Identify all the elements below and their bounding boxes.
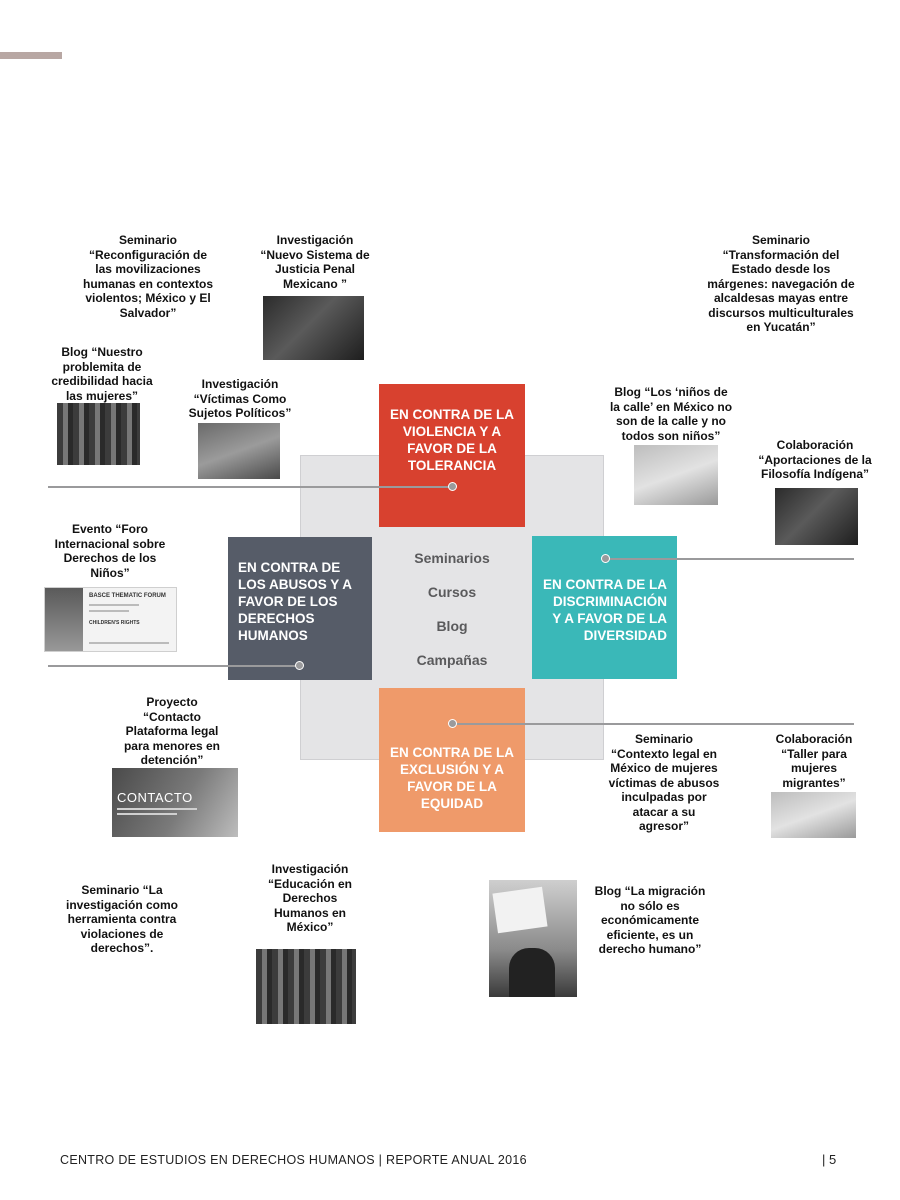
- caption-type: Seminario: [634, 732, 694, 746]
- caption-seminario-alcaldesas: Seminario “Transformación del Estado des…: [706, 233, 856, 335]
- footer-report-title: CENTRO DE ESTUDIOS EN DERECHOS HUMANOS |…: [60, 1153, 527, 1167]
- photo-educacion: [256, 949, 356, 1024]
- caption-blog-migracion: Blog “La migración no sólo es económicam…: [586, 884, 714, 957]
- photo-filosofia: [775, 488, 858, 545]
- connector-dot-right: [601, 554, 610, 563]
- caption-title: “Transformación del Estado desde los már…: [707, 247, 855, 335]
- caption-type: Colaboración: [775, 732, 853, 746]
- caption-seminario-contexto-legal: Seminario “Contexto legal en México de m…: [606, 732, 722, 834]
- caption-seminario-investigacion: Seminario “La investigación como herrami…: [62, 883, 182, 956]
- center-activity-list: Seminarios Cursos Blog Campañas: [392, 546, 512, 682]
- photo-foro-poster: BASCE THEMATIC FORUM CHILDREN'S RIGHTS: [44, 587, 177, 652]
- caption-title: “Aportaciones de la Filosofía Indígena”: [758, 452, 872, 482]
- box-violencia-tolerancia: EN CONTRA DE LA VIOLENCIA Y A FAVOR DE L…: [379, 384, 525, 527]
- caption-blog-credibilidad: Blog “Nuestro problemita de credibilidad…: [44, 345, 160, 403]
- caption-investigacion-victimas: Investigación “Víctimas Como Sujetos Pol…: [182, 377, 298, 421]
- photo-ninos: [634, 445, 718, 505]
- connector-line-left: [48, 665, 300, 667]
- caption-proyecto-contacto: Proyecto “Contacto Plataforma legal para…: [112, 695, 232, 768]
- caption-title: “Reconfiguración de las movilizaciones h…: [82, 247, 214, 320]
- caption-seminario-movilizaciones: Seminario “Reconfiguración de las movili…: [80, 233, 216, 320]
- photo-juzgado: [263, 296, 364, 360]
- forum-line: [89, 642, 169, 644]
- corner-accent-bar: [0, 52, 62, 59]
- box-abusos-derechos: EN CONTRA DE LOS ABUSOS Y A FAVOR DE LOS…: [228, 537, 372, 680]
- caption-blog-ninos-calle: Blog “Los ‘niños de la calle’ en México …: [608, 385, 734, 443]
- caption-type: Seminario: [118, 233, 178, 247]
- forum-subtitle: CHILDREN'S RIGHTS: [89, 620, 140, 626]
- connector-dot-left: [295, 661, 304, 670]
- caption-investigacion-justicia-penal: Investigación “Nuevo Sistema de Justicia…: [254, 233, 376, 291]
- caption-colaboracion-filosofia: Colaboración “Aportaciones de la Filosof…: [748, 438, 882, 482]
- forum-line: [89, 610, 129, 612]
- caption-title: Evento “Foro Internacional sobre Derecho…: [54, 522, 166, 580]
- caption-evento-foro: Evento “Foro Internacional sobre Derecho…: [50, 522, 170, 580]
- caption-title: “Víctimas Como Sujetos Políticos”: [188, 391, 292, 421]
- contacto-subline: [117, 813, 177, 815]
- box-exclusion-equidad: EN CONTRA DE LA EXCLUSIÓN Y A FAVOR DE L…: [379, 688, 525, 832]
- forum-line: [89, 604, 139, 606]
- protester: [509, 948, 555, 997]
- caption-type: Investigación: [201, 377, 279, 391]
- connector-line-top: [48, 486, 452, 488]
- caption-type: Investigación: [271, 862, 349, 876]
- caption-title: “Nuevo Sistema de Justicia Penal Mexican…: [260, 247, 370, 291]
- caption-investigacion-educacion: Investigación “Educación en Derechos Hum…: [256, 862, 364, 935]
- forum-title: BASCE THEMATIC FORUM: [89, 593, 166, 599]
- caption-colaboracion-taller: Colaboración “Taller para mujeres migran…: [762, 732, 866, 790]
- caption-title: Blog “La migración no sólo es económicam…: [594, 884, 706, 956]
- connector-dot-bottom: [448, 719, 457, 728]
- photo-victimas: [198, 423, 280, 479]
- caption-title: Seminario “La investigación como herrami…: [65, 883, 179, 955]
- caption-title: “Educación en Derechos Humanos en México…: [267, 876, 353, 935]
- center-item-seminarios: Seminarios: [414, 550, 490, 566]
- protest-sign: [492, 886, 548, 934]
- connector-line-bottom: [452, 723, 854, 725]
- photo-marcha: [57, 403, 140, 465]
- caption-title: Blog “Nuestro problemita de credibilidad…: [51, 345, 153, 403]
- center-item-blog: Blog: [436, 618, 468, 634]
- photo-contacto: CONTACTO: [112, 768, 238, 837]
- footer-page-number: | 5: [822, 1152, 837, 1167]
- caption-title: “Contacto Plataforma legal para menores …: [123, 709, 221, 768]
- caption-type: Seminario: [751, 233, 811, 247]
- contacto-label: CONTACTO: [117, 790, 193, 805]
- caption-type: Proyecto: [146, 695, 198, 709]
- contacto-subline: [117, 808, 197, 810]
- photo-migracion-protesta: [489, 880, 577, 997]
- photo-taller: [771, 792, 856, 838]
- center-item-cursos: Cursos: [427, 584, 477, 600]
- caption-title: “Taller para mujeres migrantes”: [781, 746, 847, 790]
- caption-title: Blog “Los ‘niños de la calle’ en México …: [609, 385, 733, 443]
- caption-title: “Contexto legal en México de mujeres víc…: [608, 746, 720, 834]
- forum-photo-strip: [45, 588, 83, 651]
- caption-type: Investigación: [276, 233, 354, 247]
- caption-type: Colaboración: [776, 438, 854, 452]
- connector-line-right: [605, 558, 854, 560]
- connector-dot-top: [448, 482, 457, 491]
- center-item-campanas: Campañas: [416, 652, 488, 668]
